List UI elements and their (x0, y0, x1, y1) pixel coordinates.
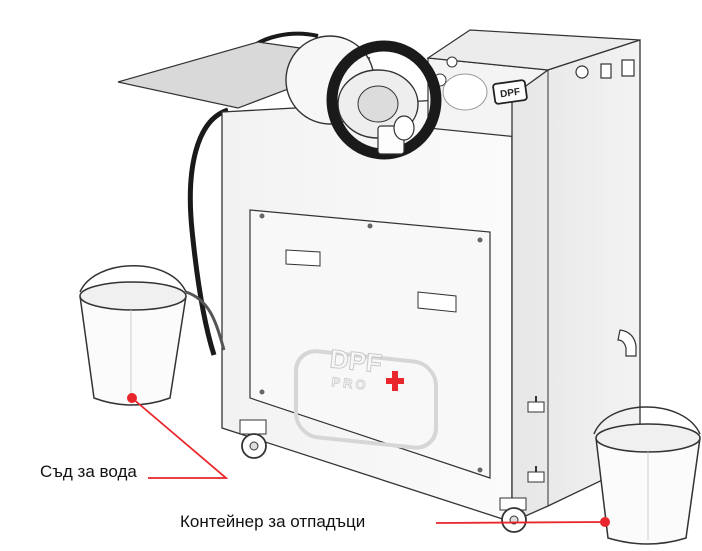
logo-pro-text: PRO (331, 374, 370, 393)
logo-dpf-text: DPF (328, 343, 383, 378)
wheel-front-left (239, 419, 267, 459)
tower-round-window (442, 73, 488, 111)
side-valve-lower-icon (527, 466, 545, 483)
callout-waste (435, 517, 610, 527)
front-access-panel (249, 209, 491, 479)
dpf-badge: DPF (492, 79, 528, 105)
label-waste-container: Контейнер за отпадъци (180, 512, 366, 531)
side-socket-icon (621, 59, 635, 77)
dpf-badge-text: DPF (500, 87, 521, 101)
panel-handle-left (285, 249, 321, 267)
drain-elbow (617, 329, 637, 357)
wheel-front-right (499, 497, 527, 533)
pressure-gauge-icon (446, 56, 458, 68)
side-knob-icon (575, 65, 589, 79)
waste-bucket (593, 406, 701, 545)
callout-water (127, 393, 229, 479)
side-valve-upper-icon (527, 396, 545, 413)
dpf-pro-logo: DPF PRO (294, 343, 438, 450)
label-water-container: Съд за вода (40, 462, 137, 481)
rear-hose (187, 107, 229, 356)
panel-handle-right (417, 291, 457, 313)
water-bucket (79, 265, 226, 406)
outlet-flange (393, 115, 415, 141)
logo-plus-icon (386, 371, 404, 391)
side-switch-icon (600, 63, 612, 79)
